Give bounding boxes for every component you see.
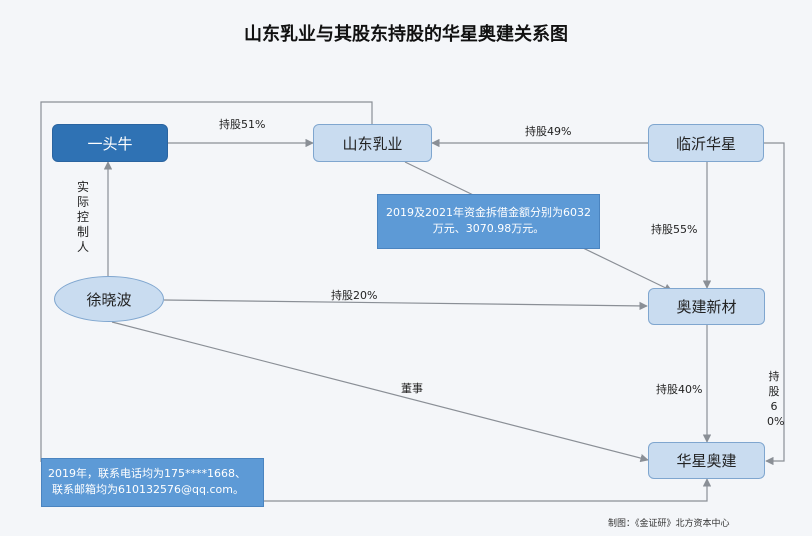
edge-xuxiaobo-aojian: [163, 299, 648, 311]
node-xuxiaobo-label: 徐晓波: [86, 290, 132, 309]
node-shandong-label: 山东乳业: [342, 134, 403, 153]
node-linyi: 临沂华星: [648, 124, 764, 162]
contact-note: 2019年，联系电话均为175****1668、 联系邮箱均为610132576…: [41, 458, 264, 507]
label-linyi-huaxing: 持股60%: [767, 370, 785, 428]
loan-note-text: 2019及2021年资金拆借金额分别为6032万元、3070.98万元。: [386, 206, 591, 235]
label-yitouniu-shandong: 持股51%: [219, 118, 266, 131]
label-xuxiaobo-yitouniu: 实际控制人: [76, 180, 89, 254]
edge-contact-bracket-bottom: [264, 478, 712, 502]
node-huaxing: 华星奥建: [648, 442, 765, 479]
contact-note-line1: 2019年，联系电话均为175****1668、: [48, 467, 246, 480]
node-shandong: 山东乳业: [313, 124, 432, 162]
edge-linyi-huaxing: [764, 142, 785, 466]
node-aojian-label: 奥建新材: [676, 298, 737, 316]
node-yitouniu-label: 一头牛: [87, 134, 133, 153]
edge-contact-bracket-top: [40, 101, 373, 462]
page-title: 山东乳业与其股东持股的华星奥建关系图: [244, 24, 568, 45]
footer-credit: 制图：《金证研》北方资本中心: [608, 519, 730, 529]
node-xuxiaobo: 徐晓波: [54, 276, 164, 322]
label-linyi-aojian: 持股55%: [651, 223, 698, 236]
node-aojian: 奥建新材: [648, 288, 765, 325]
node-huaxing-label: 华星奥建: [676, 452, 737, 470]
label-aojian-huaxing: 持股40%: [656, 383, 703, 396]
edge-xuxiaobo-huaxing: [111, 321, 649, 463]
label-xuxiaobo-huaxing: 董事: [401, 382, 423, 395]
loan-note: 2019及2021年资金拆借金额分别为6032万元、3070.98万元。: [377, 194, 600, 249]
label-xuxiaobo-aojian: 持股20%: [331, 289, 378, 302]
node-linyi-label: 临沂华星: [675, 134, 736, 153]
contact-note-line2: 联系邮箱均为610132576@qq.com。: [52, 483, 244, 496]
label-linyi-shandong: 持股49%: [525, 125, 572, 138]
node-yitouniu: 一头牛: [52, 124, 168, 162]
